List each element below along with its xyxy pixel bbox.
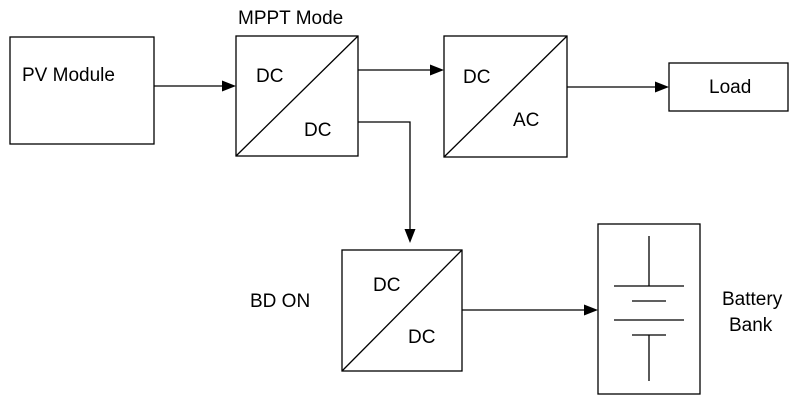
load-box — [668, 62, 789, 112]
bd-to-battery-connector — [462, 304, 598, 316]
battery-bank-block: Battery Bank — [597, 223, 783, 395]
inverter-to-load-connector — [567, 81, 669, 93]
mppt-to-bd-line — [358, 121, 411, 229]
battery-label-line1: Battery — [722, 289, 783, 310]
load-label: Load — [709, 77, 751, 98]
inverter-block: DC AC — [443, 35, 568, 158]
mppt-output-label: DC — [304, 120, 331, 141]
bd-converter-block: BD ON DC DC — [250, 249, 463, 372]
inverter-output-label: AC — [513, 110, 539, 131]
pv-to-mppt-connector — [154, 80, 236, 92]
inverter-to-load-arrowhead — [655, 81, 669, 93]
battery-label-line2: Bank — [729, 315, 773, 336]
pv-module-label: PV Module — [22, 65, 115, 86]
bd-converter-diagonal — [341, 249, 463, 372]
load-block: Load — [668, 62, 789, 112]
bd-input-label: DC — [373, 275, 400, 296]
mppt-mode-caption: MPPT Mode — [238, 8, 343, 29]
bd-output-label: DC — [408, 327, 435, 348]
mppt-to-inverter-arrowhead — [430, 64, 444, 76]
mppt-input-label: DC — [256, 66, 283, 87]
inverter-input-label: DC — [463, 67, 490, 88]
bd-to-battery-arrowhead — [584, 304, 598, 316]
bd-on-caption: BD ON — [250, 291, 310, 312]
mppt-to-bd-connector — [358, 121, 416, 243]
mppt-to-bd-arrowhead — [404, 229, 416, 243]
mppt-converter-block: MPPT Mode DC DC — [235, 8, 359, 157]
mppt-to-inverter-connector — [358, 64, 444, 76]
mppt-converter-diagonal — [235, 35, 359, 157]
battery-icon — [614, 236, 684, 381]
pv-module-block: PV Module — [9, 36, 155, 145]
pv-module-box — [9, 36, 155, 145]
pv-to-mppt-arrowhead — [222, 80, 236, 92]
inverter-diagonal — [443, 35, 568, 158]
